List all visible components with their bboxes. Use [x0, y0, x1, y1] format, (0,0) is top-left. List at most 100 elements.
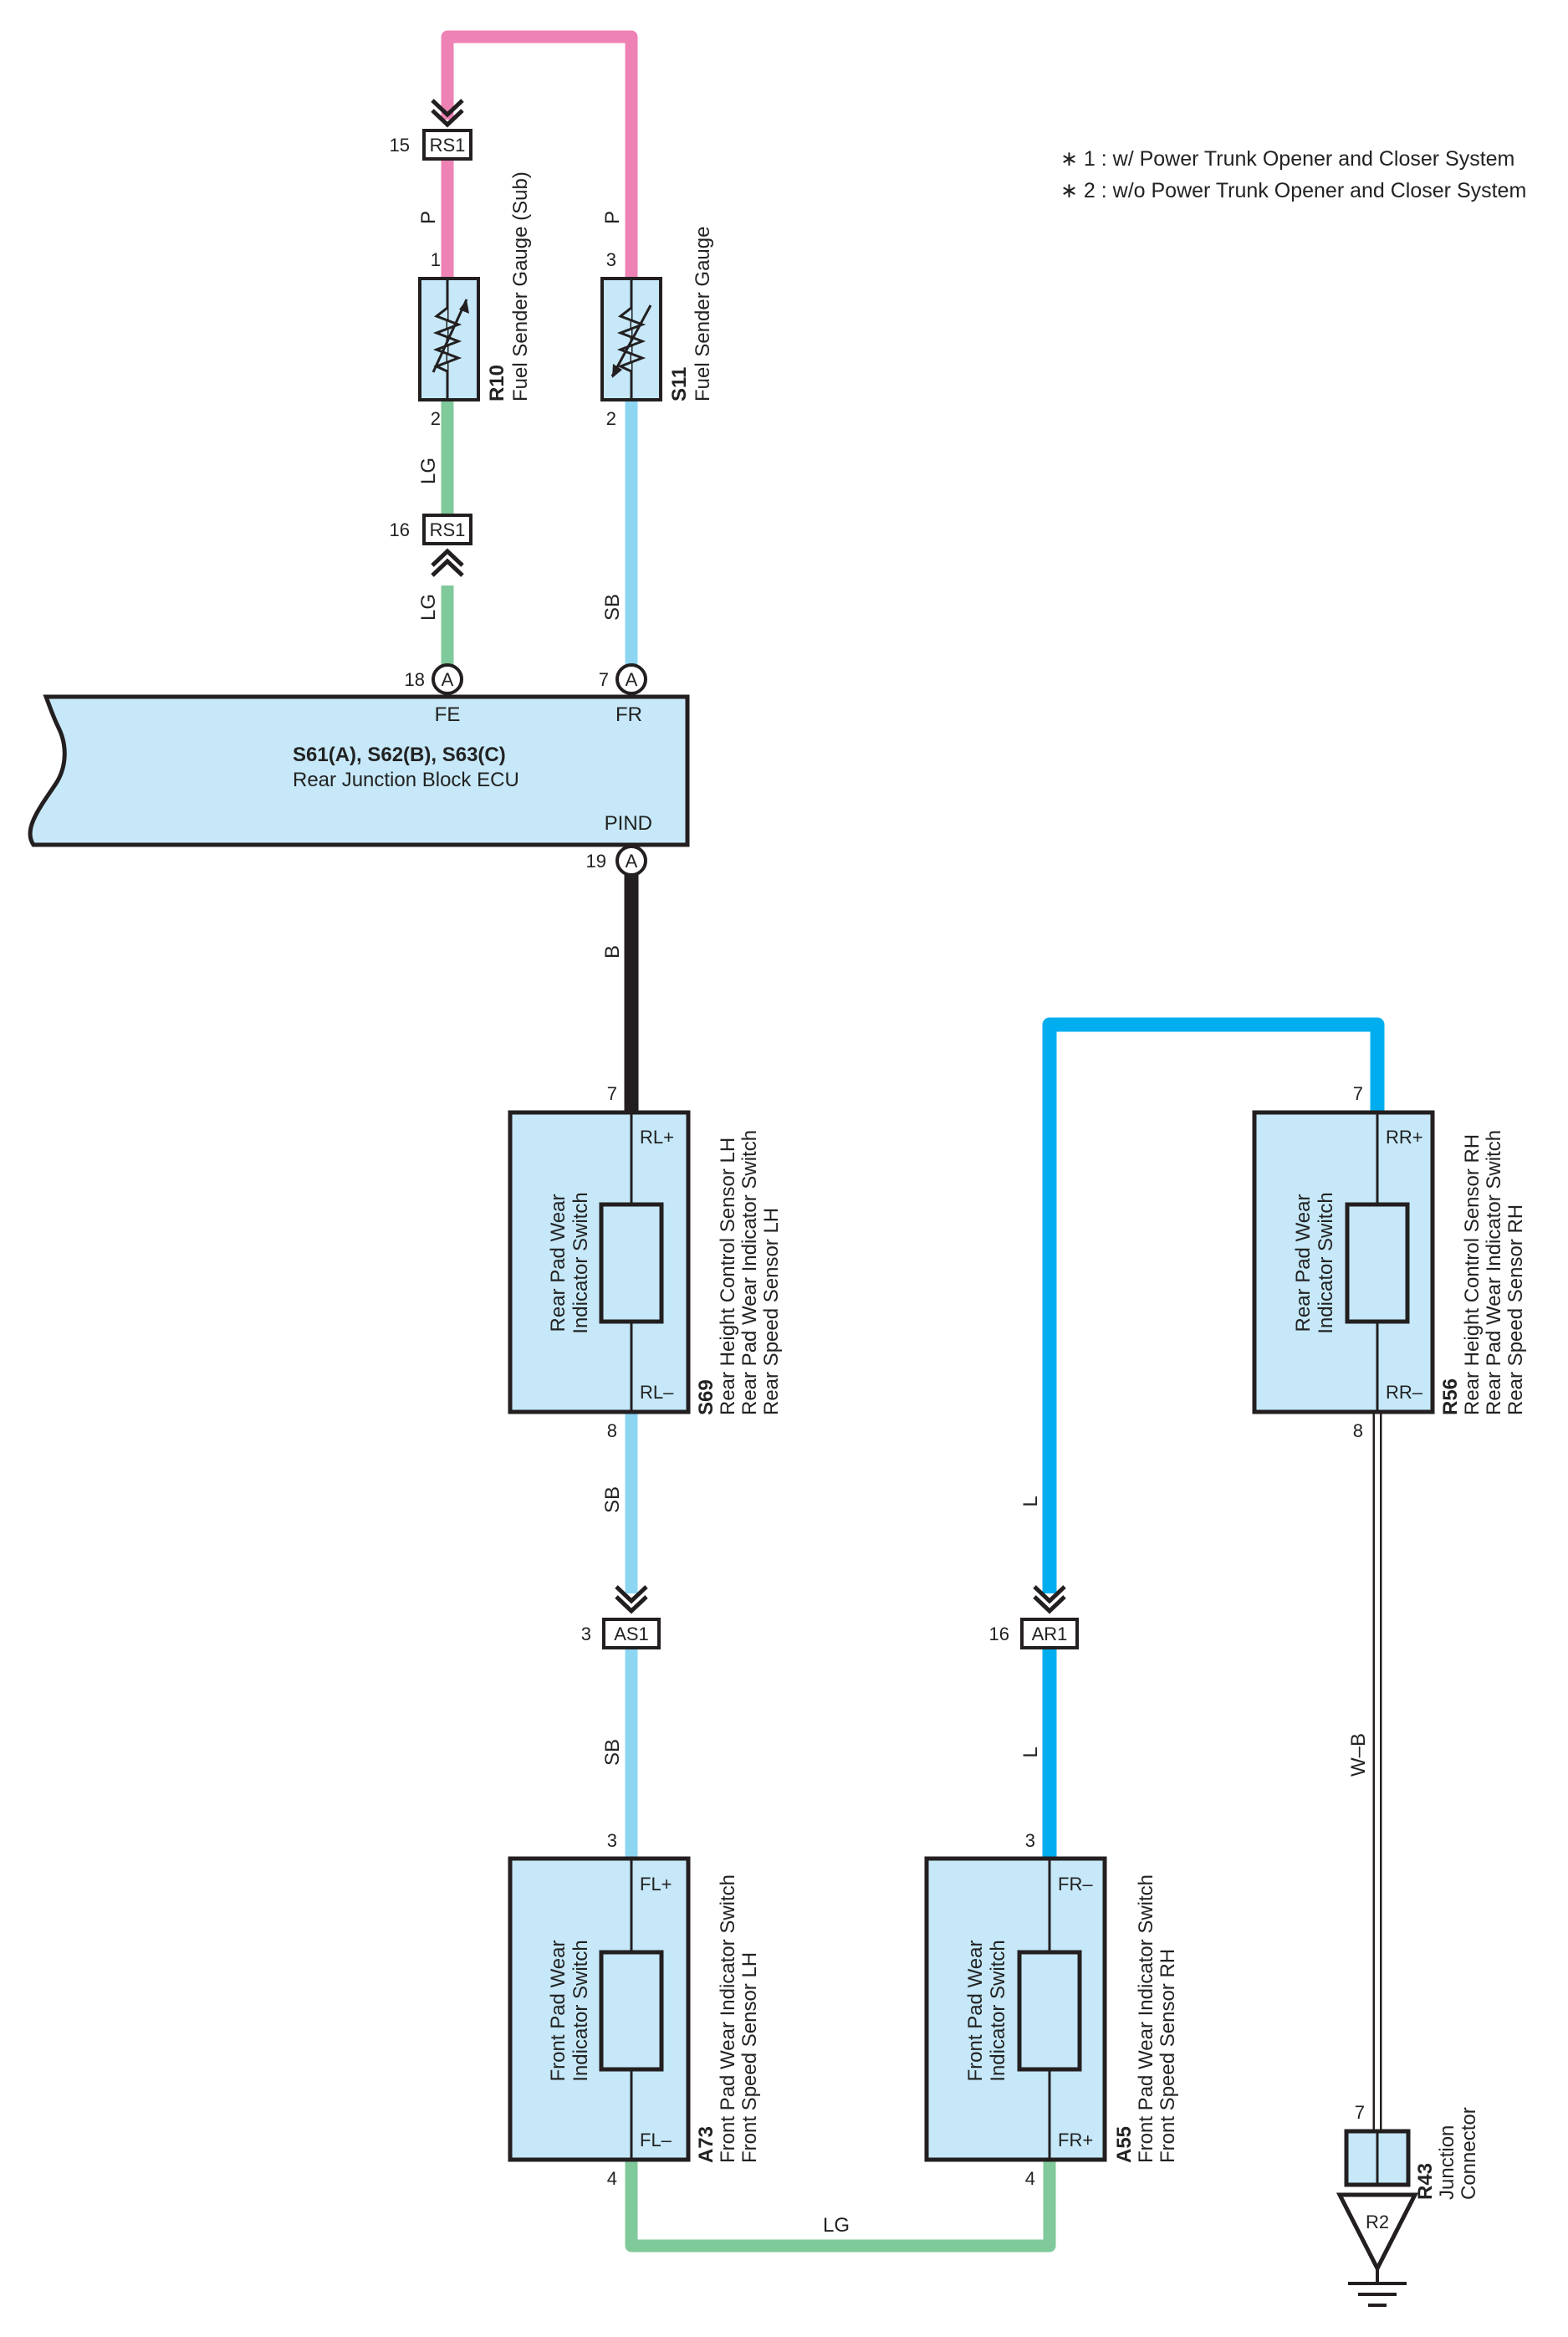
component-line-2: Front Speed Sensor LH	[738, 1952, 761, 2163]
component-line-2: Rear Pad Wear Indicator Switch	[738, 1130, 761, 1415]
component-name: Fuel Sender Gauge	[692, 227, 714, 401]
wire-label-sb-s11: SB	[601, 594, 624, 621]
pin-top: 3	[606, 249, 616, 270]
wire-label-lg-bottom: LG	[823, 2214, 850, 2237]
pin-number: 7	[599, 669, 609, 690]
component-line-2: Connector	[1458, 2107, 1480, 2200]
component-line-3: Rear Speed Sensor RH	[1504, 1204, 1527, 1415]
component-a55: 3 FR– FR+ Front Pad Wear Indicator Switc…	[924, 1830, 1179, 2189]
pin-top: 1	[431, 249, 441, 270]
wire-label-lg-lower: LG	[417, 594, 440, 621]
pin-number: 7	[1355, 2102, 1365, 2123]
connector-rs1-top: RS1 15	[390, 99, 472, 161]
terminal-conn: A	[442, 669, 454, 690]
inner-label-2: Indicator Switch	[569, 1940, 592, 2081]
terminal-top: RL+	[640, 1127, 674, 1148]
pin-bottom: 2	[431, 408, 441, 429]
connector-code: RS1	[430, 135, 466, 156]
terminal-pind: PIND	[605, 812, 652, 835]
terminal-conn: A	[626, 669, 638, 690]
ground-r2: R2	[1336, 2192, 1419, 2307]
component-line-2: Front Speed Sensor RH	[1157, 1949, 1179, 2163]
terminal-bottom: RL–	[640, 1382, 674, 1403]
note-1: ∗ 1 : w/ Power Trunk Opener and Closer S…	[1060, 147, 1514, 171]
pin-top: 3	[607, 1830, 617, 1851]
note-2: ∗ 2 : w/o Power Trunk Opener and Closer …	[1060, 179, 1526, 202]
component-r56: 7 RR+ RR– Rear Pad Wear Indicator Switch…	[1252, 1083, 1527, 1441]
terminal-top: FL+	[640, 1874, 672, 1895]
terminal-bottom: RR–	[1386, 1382, 1423, 1403]
inner-label-2: Indicator Switch	[569, 1192, 592, 1333]
wire-label-l-lower: L	[1019, 1746, 1042, 1757]
pin-bottom: 2	[606, 408, 616, 429]
inner-label-2: Indicator Switch	[987, 1940, 1009, 2081]
component-code: S11	[668, 367, 691, 401]
inner-label-1: Front Pad Wear	[964, 1941, 987, 2082]
pin-number: 18	[405, 669, 425, 690]
connector-code: RS1	[430, 519, 466, 540]
component-line-1: Junction	[1436, 2125, 1458, 2200]
wire-label-b: B	[601, 945, 624, 959]
pin-number: 16	[390, 519, 410, 540]
inner-label-1: Rear Pad Wear	[547, 1194, 569, 1332]
component-code: R43	[1414, 2163, 1437, 2200]
component-code: R10	[486, 365, 508, 401]
pin-number: 15	[390, 135, 410, 156]
component-line-3: Rear Speed Sensor LH	[760, 1208, 783, 1415]
component-line-1: Front Pad Wear Indicator Switch	[717, 1874, 739, 2163]
pin-number: 19	[586, 851, 606, 872]
component-code: A55	[1113, 2126, 1136, 2163]
connector-ar1: AR1 16	[989, 1585, 1079, 1649]
inner-label-1: Front Pad Wear	[547, 1941, 569, 2082]
connector-code: AS1	[614, 1624, 649, 1644]
component-r10: 1 2 R10 Fuel Sender Gauge (Sub)	[418, 171, 532, 429]
pin-bottom: 4	[1025, 2168, 1035, 2189]
component-line-1: Rear Height Control Sensor RH	[1461, 1134, 1484, 1415]
component-code: S69	[695, 1379, 718, 1415]
terminal-bottom: FR+	[1058, 2130, 1093, 2150]
component-name: Fuel Sender Gauge (Sub)	[509, 171, 532, 401]
terminal-bottom: FL–	[640, 2130, 672, 2150]
inner-label-1: Rear Pad Wear	[1292, 1194, 1315, 1332]
ecu-title: S61(A), S62(B), S63(C)	[293, 744, 506, 766]
pin-bottom: 4	[607, 2168, 617, 2189]
component-code: R56	[1439, 1378, 1462, 1415]
component-line-1: Front Pad Wear Indicator Switch	[1135, 1874, 1157, 2163]
pin-bottom: 8	[607, 1420, 617, 1441]
wire-label-p-right: P	[601, 211, 624, 224]
inner-label-2: Indicator Switch	[1315, 1192, 1337, 1333]
wire-label-l-upper: L	[1019, 1496, 1042, 1506]
wire-l	[1042, 1017, 1385, 1859]
wire-label-sb-upper: SB	[601, 1486, 624, 1513]
terminal-fr: FR	[615, 703, 642, 726]
component-a73: 3 FL+ FL– Front Pad Wear Indicator Switc…	[508, 1830, 761, 2189]
wire-label-p-left: P	[417, 211, 440, 224]
pin-top: 7	[607, 1083, 617, 1104]
ecu-terminal-fe: A 18	[405, 663, 463, 695]
component-line-1: Rear Height Control Sensor LH	[717, 1138, 739, 1415]
terminal-top: RR+	[1386, 1127, 1423, 1148]
connector-rs1-bottom: RS1 16	[390, 514, 472, 577]
connector-code: AR1	[1032, 1624, 1068, 1644]
component-s69: 7 RL+ RL– Rear Pad Wear Indicator Switch…	[508, 1083, 783, 1441]
wire-lg-bottom	[625, 2160, 1056, 2253]
component-line-2: Rear Pad Wear Indicator Switch	[1483, 1130, 1505, 1415]
wire-p	[441, 30, 638, 279]
ecu-terminal-pind: A 19	[586, 845, 647, 877]
pin-number: 16	[989, 1624, 1009, 1644]
terminal-top: FR–	[1058, 1874, 1093, 1895]
pin-top: 7	[1353, 1083, 1363, 1104]
pin-number: 3	[581, 1624, 591, 1644]
pin-bottom: 8	[1353, 1420, 1363, 1441]
connector-as1: AS1 3	[581, 1585, 661, 1649]
wire-label-lg-upper: LG	[417, 458, 440, 484]
wire-label-sb-lower: SB	[601, 1739, 624, 1766]
wire-label-wb: W–B	[1347, 1733, 1370, 1777]
ground-label: R2	[1366, 2212, 1389, 2232]
component-s11: 3 2 S11 Fuel Sender Gauge	[600, 227, 714, 429]
pin-top: 3	[1025, 1830, 1035, 1851]
component-ecu: S61(A), S62(B), S63(C) Rear Junction Blo…	[28, 694, 690, 847]
component-code: A73	[695, 2126, 718, 2163]
ecu-name: Rear Junction Block ECU	[293, 769, 519, 791]
